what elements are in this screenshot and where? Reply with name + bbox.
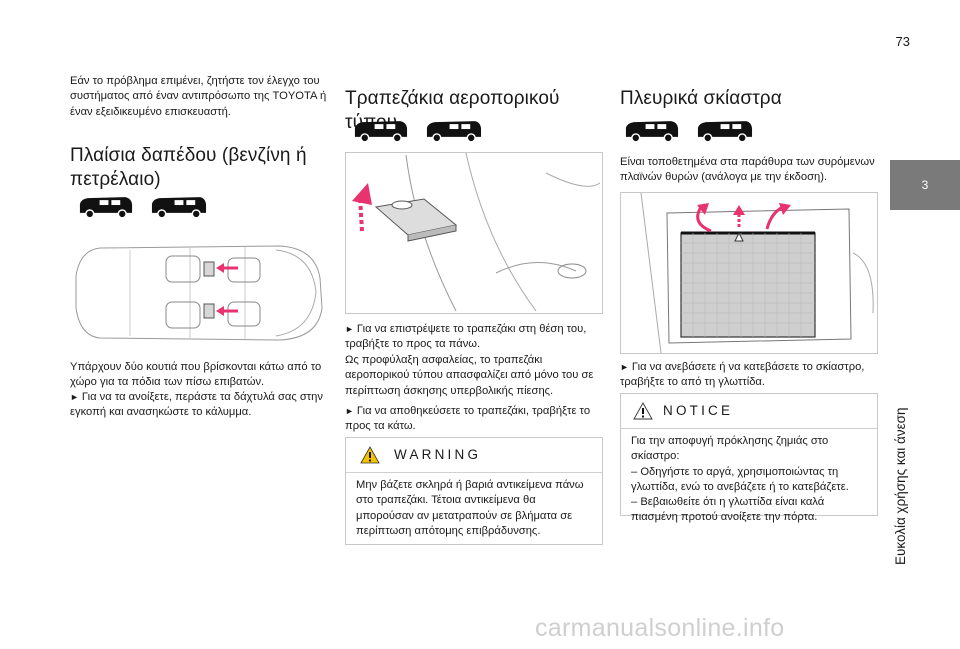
notice-body: Για την αποφυγή πρόκλησης ζημιάς στο σκί…: [631, 434, 869, 526]
chapter-label-wrap: Ευκολία χρήσης και άνεση: [893, 215, 927, 565]
watermark: carmanualsonline.info: [535, 614, 785, 642]
airline-table-drawing: [352, 153, 601, 312]
vehicle-icons: [76, 194, 208, 220]
van-silhouette-icon: [79, 197, 133, 219]
van-silhouette-icon: [625, 121, 679, 143]
triangle-right-icon: ►: [70, 392, 79, 402]
warning-header: WARNING: [346, 438, 602, 473]
airline-table-illustration: [345, 152, 603, 314]
floor-boxes-bullet: ►Για να τα ανοίξετε, περάστε τα δάχτυλά …: [70, 390, 328, 421]
notice-item-1: – Οδηγήστε το αργά, χρησιμοποιώντας τη γ…: [631, 465, 849, 493]
notice-box: NOTICE Για την αποφυγή πρόκλησης ζημιάς …: [620, 393, 878, 523]
van-silhouette-icon: [426, 121, 482, 143]
airline-tables-bullet2-text: Για να αποθηκεύσετε το τραπεζάκι, τραβήξ…: [345, 405, 591, 433]
side-blind-drawing: [640, 193, 874, 353]
side-blinds-text: Είναι τοποθετημένα στα παράθυρα των συρό…: [620, 156, 875, 184]
warning-box: WARNING Μην βάζετε σκληρά ή βαριά αντικε…: [345, 437, 603, 545]
van-silhouette-icon: [151, 197, 207, 219]
triangle-right-icon: ►: [620, 362, 629, 372]
notice-title: NOTICE: [663, 403, 734, 418]
chapter-label: Ευκολία χρήσης και άνεση: [893, 407, 908, 565]
side-blinds-bullet-text: Για να ανεβάσετε ή να κατεβάσετε το σκία…: [620, 361, 865, 389]
floor-boxes-title-line1: Πλαίσια δαπέδου (βενζίνη ή: [70, 145, 307, 166]
side-blinds-bullet: ►Για να ανεβάσετε ή να κατεβάσετε το σκί…: [620, 360, 878, 391]
triangle-right-icon: ►: [345, 324, 354, 334]
warning-text: Μην βάζετε σκληρά ή βαριά αντικείμενα πά…: [356, 479, 584, 537]
floor-boxes-illustration: [75, 245, 323, 341]
vehicle-icons: [622, 118, 754, 144]
airline-tables-bullet1: ►Για να επιστρέψετε το τραπεζάκι στη θέσ…: [345, 322, 603, 353]
airline-tables-bullet2: ►Για να αποθηκεύσετε το τραπεζάκι, τραβή…: [345, 404, 603, 435]
warning-title: WARNING: [394, 447, 482, 462]
van-silhouette-icon: [697, 121, 753, 143]
notice-header: NOTICE: [621, 394, 877, 429]
chapter-tab[interactable]: 3: [890, 160, 960, 210]
warning-triangle-icon: [360, 446, 380, 464]
floor-boxes-heading: Πλαίσια δαπέδου (βενζίνη ή πετρέλαιο): [70, 144, 328, 192]
floor-boxes-text: Υπάρχουν δύο κουτιά που βρίσκονται κάτω …: [70, 361, 322, 389]
intro-paragraph: Εάν το πρόβλημα επιμένει, ζητήστε τον έλ…: [70, 75, 327, 118]
floor-boxes-title-line2: πετρέλαιο): [70, 169, 161, 190]
page-number: 73: [895, 34, 910, 49]
notice-item-2: – Βεβαιωθείτε ότι η γλωττίδα είναι καλά …: [631, 496, 825, 524]
notice-intro: Για την αποφυγή πρόκλησης ζημιάς στο σκί…: [631, 435, 829, 463]
vehicle-icons: [351, 118, 483, 144]
triangle-right-icon: ►: [345, 406, 354, 416]
airline-tables-bullet1-text: Για να επιστρέψετε το τραπεζάκι στη θέση…: [345, 323, 587, 351]
warning-triangle-icon: [633, 402, 653, 420]
floor-boxes-bullet-text: Για να τα ανοίξετε, περάστε τα δάχτυλά σ…: [70, 391, 323, 419]
side-blinds-title: Πλευρικά σκίαστρα: [620, 88, 782, 109]
airline-tables-text: Ως προφύλαξη ασφαλείας, το τραπεζάκι αερ…: [345, 354, 594, 397]
van-silhouette-icon: [354, 121, 408, 143]
side-blind-illustration: [620, 192, 878, 354]
